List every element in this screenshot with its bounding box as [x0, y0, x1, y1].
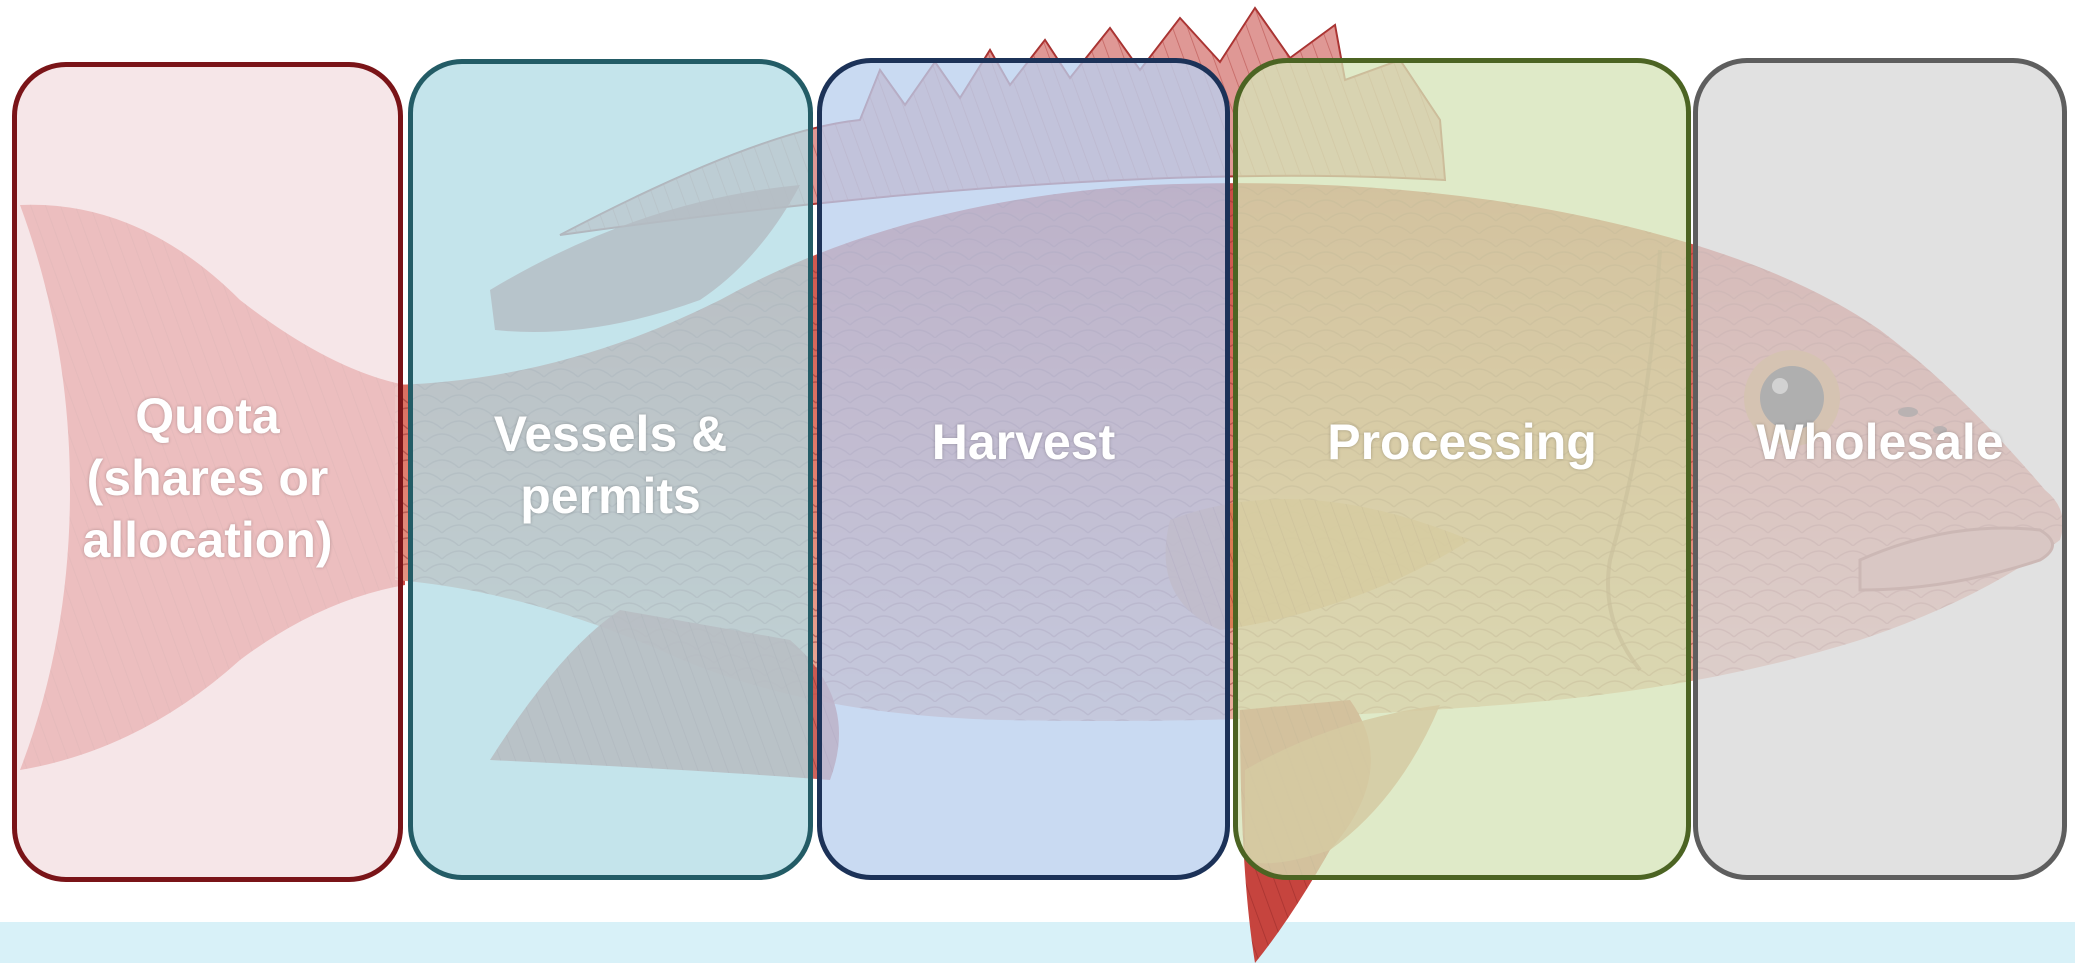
stage-box-processing: Processing	[1233, 58, 1691, 880]
stage-box-quota: Quota (shares or allocation)	[12, 62, 403, 882]
stage-label-quota: Quota (shares or allocation)	[72, 385, 342, 571]
stage-label-harvest: Harvest	[922, 411, 1125, 473]
stage-box-wholesale: Wholesale	[1693, 58, 2067, 880]
stage-label-vessels-permits: Vessels & permits	[484, 403, 738, 527]
stage-label-processing: Processing	[1317, 411, 1607, 473]
stage-label-wholesale: Wholesale	[1746, 411, 2013, 473]
stage-box-vessels-permits: Vessels & permits	[408, 59, 813, 880]
stage-box-harvest: Harvest	[817, 58, 1230, 880]
